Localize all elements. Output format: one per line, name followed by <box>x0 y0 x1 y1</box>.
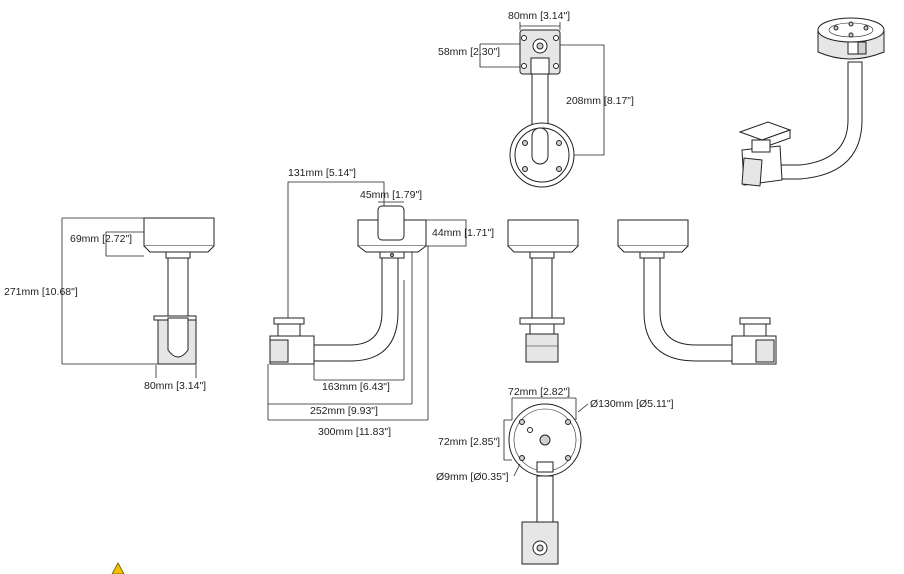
dim-top-mount-height: 58mm [2.30"] <box>438 46 501 58</box>
dim-bottom-height: 72mm [2.85"] <box>438 436 501 448</box>
dim-top-total-height: 208mm [8.17"] <box>566 95 634 107</box>
isometric-view <box>738 17 885 187</box>
dim-top-width: 80mm [3.14"] <box>508 10 571 22</box>
dim-reach-163: 163mm [6.43"] <box>322 381 390 393</box>
warning-triangle-icon <box>111 562 125 574</box>
dim-side-box-height: 69mm [2.72"] <box>70 233 133 245</box>
dim-reach-300: 300mm [11.83"] <box>318 426 391 438</box>
dim-horizontal-reach: 131mm [5.14"] <box>288 167 356 179</box>
side-view-left <box>61 217 215 378</box>
dim-reach-252: 252mm [9.93"] <box>310 405 378 417</box>
dim-overall-height: 271mm [10.68"] <box>4 286 78 298</box>
dim-bottom-diameter: Ø130mm [Ø5.11"] <box>590 398 674 410</box>
top-front-view <box>479 22 605 188</box>
dim-box-height: 44mm [1.71"] <box>432 227 495 239</box>
dim-bottom-width: 72mm [2.82"] <box>508 386 571 398</box>
dim-hole-diameter: Ø9mm [Ø0.35"] <box>436 471 509 483</box>
dim-box-depth: 45mm [1.79"] <box>360 189 423 201</box>
bottom-view <box>503 397 589 565</box>
side-view-main <box>267 181 467 421</box>
front-view <box>507 219 579 363</box>
side-view-right <box>617 219 777 365</box>
dim-side-bottom-width: 80mm [3.14"] <box>144 380 207 392</box>
